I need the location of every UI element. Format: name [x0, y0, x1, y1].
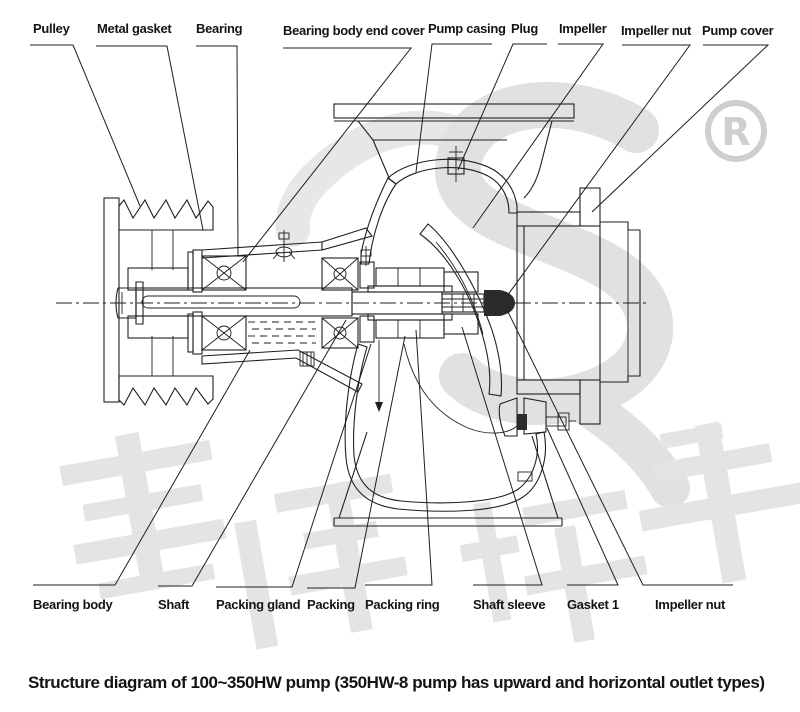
label-packing-gland: Packing gland	[216, 597, 301, 612]
bearing-body-section	[187, 227, 373, 393]
label-shaft: Shaft	[158, 597, 190, 612]
pulley-section	[103, 197, 214, 407]
svg-text:R: R	[721, 110, 750, 154]
leader-impeller-nut-top	[506, 44, 691, 297]
label-shaft-sleeve: Shaft sleeve	[473, 597, 546, 612]
impeller-nut-shape	[484, 290, 515, 316]
leader-bearing	[196, 45, 239, 257]
oil-cup	[272, 230, 296, 262]
pump-cover-section	[498, 187, 641, 482]
leader-gasket-1	[546, 427, 619, 586]
leader-metal-gasket	[96, 45, 204, 231]
label-packing-ring: Packing ring	[365, 597, 440, 612]
shaft-sleeve-top	[367, 285, 453, 293]
bearing-right	[321, 257, 359, 349]
leader-pump-cover	[591, 44, 770, 213]
label-pump-casing: Pump casing	[428, 21, 506, 36]
label-metal-gasket: Metal gasket	[97, 21, 172, 36]
watermark-character-2	[234, 473, 408, 650]
leader-packing-gland	[216, 343, 372, 588]
label-bearing-body: Bearing body	[33, 597, 113, 612]
label-pulley: Pulley	[33, 21, 70, 36]
label-bearing: Bearing	[196, 21, 243, 36]
leader-pulley	[30, 44, 141, 207]
label-gasket-1: Gasket 1	[567, 597, 619, 612]
drain-plug	[299, 351, 315, 367]
watermark-character-1	[59, 432, 227, 600]
label-packing: Packing	[307, 597, 355, 612]
leader-lines	[30, 43, 770, 589]
impeller-section	[419, 223, 515, 397]
leader-bearing-body	[33, 349, 251, 586]
leader-impeller	[472, 43, 604, 229]
diagram-caption: Structure diagram of 100~350HW pump (350…	[28, 673, 765, 692]
label-pump-cover: Pump cover	[702, 23, 774, 38]
leader-shaft	[158, 319, 347, 587]
label-plug: Plug	[511, 21, 538, 36]
leader-shaft-sleeve	[461, 326, 543, 586]
leader-impeller-nut-bottom	[506, 309, 733, 586]
leader-packing-ring	[365, 329, 433, 586]
plug-fitting	[447, 146, 465, 182]
watermark-logo: R	[59, 81, 800, 650]
watermark-character-4	[638, 421, 800, 584]
stuffing-box-section	[359, 246, 453, 412]
leader-pump-casing	[415, 43, 492, 173]
registered-icon: R	[705, 100, 767, 162]
leader-plug	[457, 43, 547, 171]
leader-packing	[307, 335, 406, 589]
label-bearing-body-end-cover: Bearing body end cover	[283, 23, 425, 38]
label-impeller-nut-bottom: Impeller nut	[655, 597, 726, 612]
label-impeller-nut-top: Impeller nut	[621, 23, 692, 38]
oil-level-dashes	[248, 321, 320, 344]
leader-bearing-body-end-cover	[242, 47, 413, 263]
watermark-character-3	[459, 489, 648, 643]
gasket-bolt-joint	[498, 397, 576, 482]
label-impeller: Impeller	[559, 21, 607, 36]
shaft-sleeve-bottom	[367, 313, 453, 321]
